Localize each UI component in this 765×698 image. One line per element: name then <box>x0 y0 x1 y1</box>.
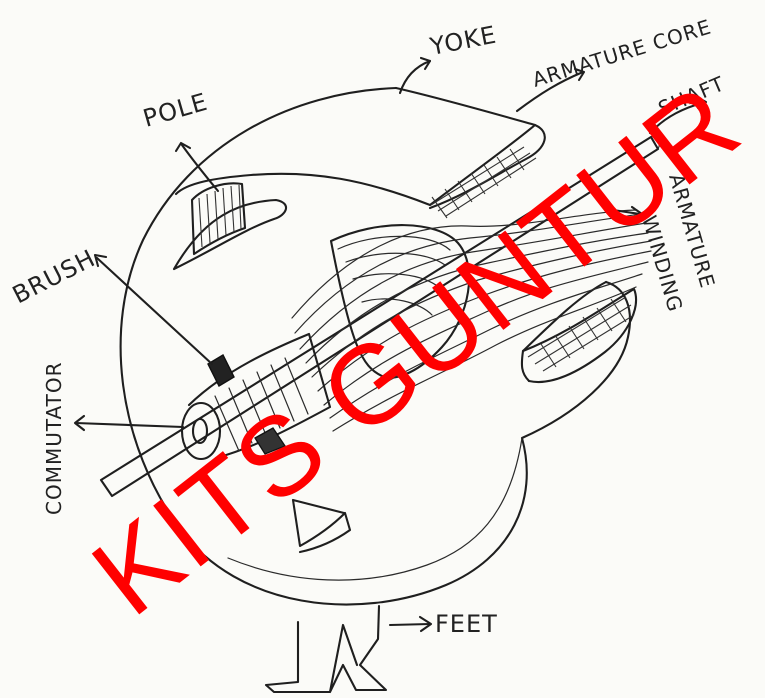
yoke-leader <box>400 61 430 93</box>
label-commutator: COMMUTATOR <box>42 361 66 515</box>
feet-leader <box>390 624 430 625</box>
label-yoke: YOKE <box>427 21 499 61</box>
label-feet: FEET <box>435 610 498 638</box>
label-brush: BRUSH <box>8 244 100 309</box>
feet <box>266 606 386 692</box>
brush-leader <box>97 258 212 364</box>
label-pole: POLE <box>140 88 211 133</box>
pole-leader <box>182 145 218 191</box>
watermark-text: KITS GUNTUR <box>70 60 762 639</box>
brush <box>208 355 234 386</box>
